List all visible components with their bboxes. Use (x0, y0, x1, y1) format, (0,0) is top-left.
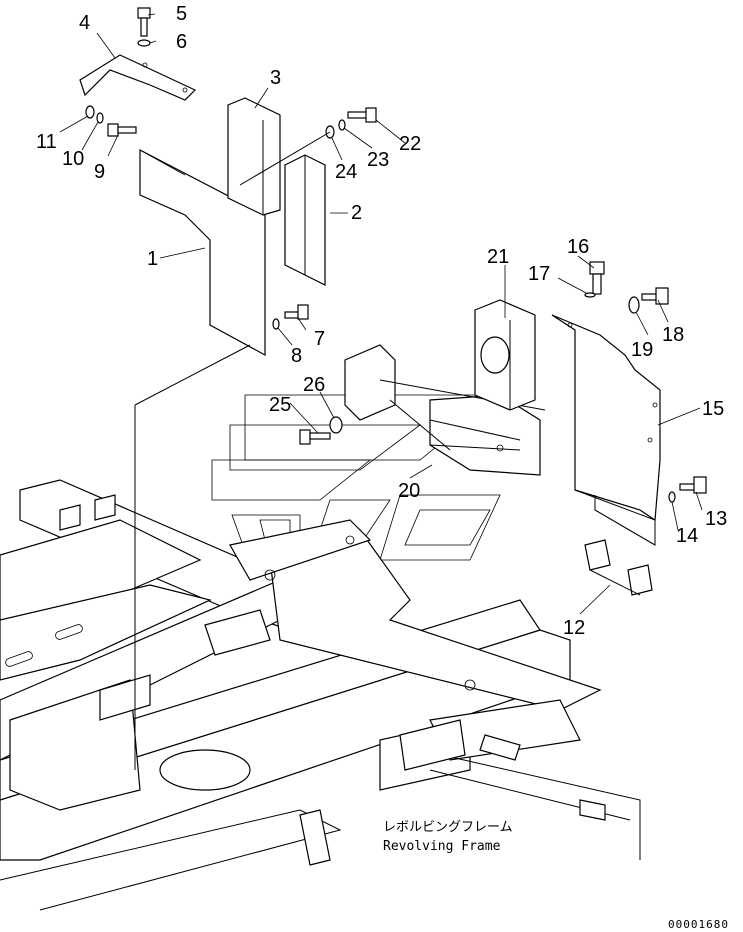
frame-label-japanese: レボルビングフレーム (383, 820, 513, 835)
callout-14: 14 (676, 525, 698, 547)
document-number: 00001680 (668, 918, 729, 931)
bolt-18 (641, 287, 669, 305)
bolt-9 (107, 123, 137, 137)
callout-5: 5 (176, 3, 187, 25)
callout-4: 4 (79, 12, 90, 34)
callout-13: 13 (705, 508, 727, 530)
callout-16: 16 (567, 236, 589, 258)
clips-12 (584, 539, 653, 596)
callout-20: 20 (398, 480, 420, 502)
washer-26 (329, 416, 343, 434)
callout-26: 26 (303, 374, 325, 396)
callout-21: 21 (487, 246, 509, 268)
washer-8 (272, 318, 280, 330)
callouts: 1 2 3 4 5 6 7 8 9 10 11 12 13 14 15 16 1… (36, 3, 727, 639)
frame-label-english: Revolving Frame (383, 839, 501, 854)
bracket-4 (79, 54, 197, 101)
bar-2 (284, 154, 326, 286)
callout-22: 22 (399, 133, 421, 155)
callout-12: 12 (563, 617, 585, 639)
washer-10 (96, 112, 104, 124)
bolt-16 (589, 261, 605, 295)
callout-15: 15 (702, 398, 724, 420)
callout-17: 17 (528, 263, 550, 285)
callout-24: 24 (335, 161, 357, 183)
callout-3: 3 (270, 67, 281, 89)
block-3 (227, 97, 281, 216)
washer-14 (668, 491, 676, 503)
leader-lines (59, 13, 703, 615)
bolt-22 (347, 107, 377, 123)
bolt-5 (137, 7, 151, 37)
bolt-7 (284, 304, 309, 320)
callout-10: 10 (62, 148, 84, 170)
block-21 (474, 299, 536, 411)
bracket-assembly-20 (344, 344, 546, 476)
callout-1: 1 (147, 248, 158, 270)
revolving-frame (0, 479, 641, 911)
callout-2: 2 (351, 202, 362, 224)
cover-plate-15 (551, 314, 661, 546)
callout-11: 11 (36, 131, 57, 153)
washer-19 (628, 296, 640, 314)
callout-9: 9 (94, 161, 105, 183)
callout-6: 6 (176, 31, 187, 53)
washer-11 (85, 105, 95, 119)
callout-7: 7 (314, 328, 325, 350)
callout-25: 25 (269, 394, 291, 416)
bolt-13 (679, 476, 707, 494)
callout-8: 8 (291, 345, 302, 367)
washer-23 (338, 119, 346, 131)
callout-19: 19 (631, 339, 653, 361)
callout-18: 18 (662, 324, 684, 346)
bolt-25 (299, 429, 331, 445)
washer-6 (137, 39, 151, 47)
callout-23: 23 (367, 149, 389, 171)
